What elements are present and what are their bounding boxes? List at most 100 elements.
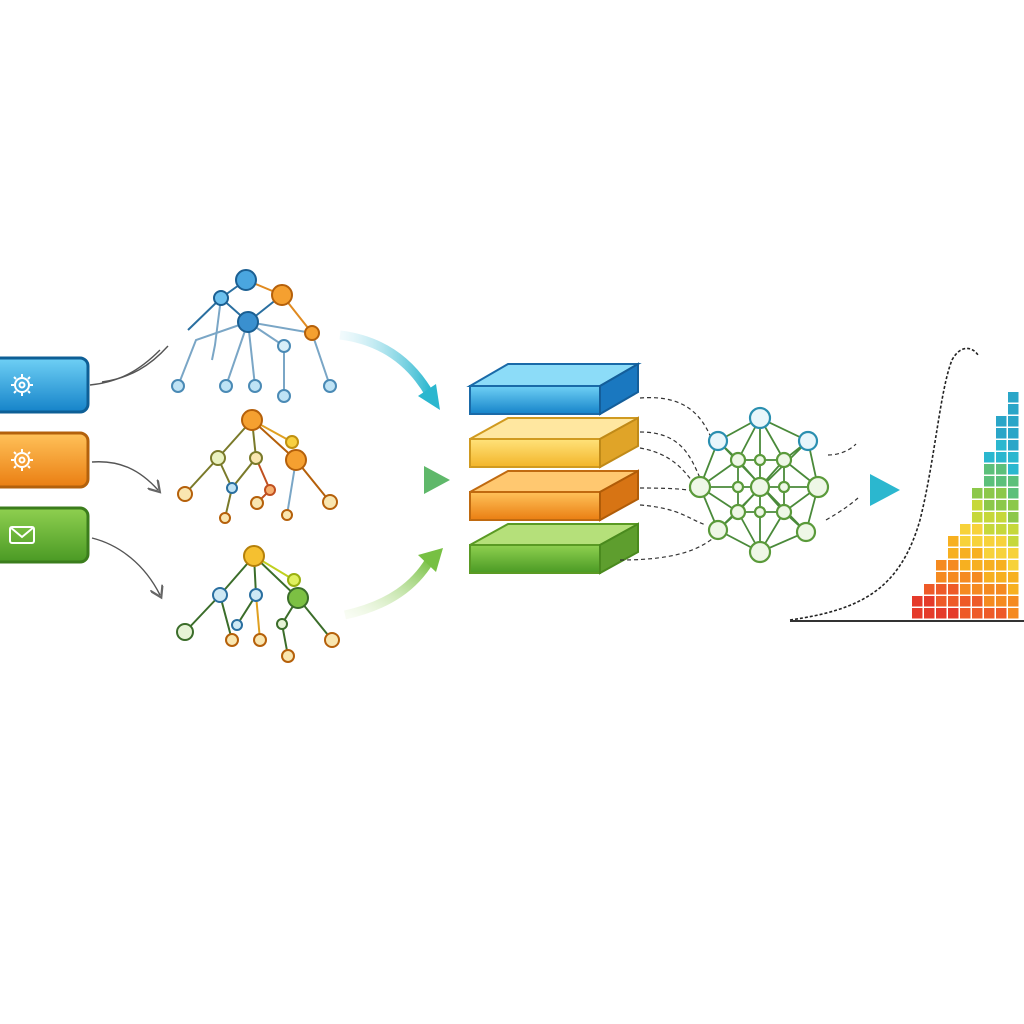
histogram-cell — [996, 584, 1007, 595]
histogram-cell — [996, 608, 1007, 619]
histogram-cell — [1008, 512, 1019, 523]
histogram-cell — [996, 548, 1007, 559]
histogram-cell — [960, 560, 971, 571]
tree-graph-3 — [176, 545, 340, 663]
histogram-cell — [984, 608, 995, 619]
gear-icon — [11, 374, 33, 396]
histogram-cell — [936, 596, 947, 607]
histogram-cell — [1008, 560, 1019, 571]
histogram-cell — [972, 560, 983, 571]
histogram-cell — [972, 572, 983, 583]
histogram-cell — [996, 488, 1007, 499]
histogram-cell — [996, 476, 1007, 487]
histogram-cell — [948, 584, 959, 595]
histogram-cell — [948, 608, 959, 619]
histogram-cell — [984, 452, 995, 463]
histogram-cell — [936, 584, 947, 595]
histogram-cell — [960, 548, 971, 559]
histogram-cell — [984, 536, 995, 547]
histogram-cell — [960, 608, 971, 619]
histogram-cell — [924, 608, 935, 619]
input-chip-1 — [0, 356, 90, 414]
histogram-cell — [996, 512, 1007, 523]
histogram-cell — [1008, 548, 1019, 559]
histogram-cell — [936, 560, 947, 571]
histogram-cell — [972, 488, 983, 499]
histogram-cell — [1008, 428, 1019, 439]
flow-arrow-2 — [345, 466, 450, 494]
histogram-cell — [1008, 416, 1019, 427]
histogram-cell — [984, 596, 995, 607]
histogram-cell — [948, 596, 959, 607]
layer-stack — [466, 362, 642, 575]
histogram-cell — [984, 560, 995, 571]
histogram-cell — [1008, 452, 1019, 463]
histogram-cell — [924, 596, 935, 607]
neural-network-icon — [688, 406, 830, 564]
layer-green — [469, 522, 639, 575]
histogram-cell — [972, 596, 983, 607]
histogram-cell — [1008, 596, 1019, 607]
histogram-cell — [996, 464, 1007, 475]
histogram-cell — [948, 572, 959, 583]
histogram-cell — [1008, 524, 1019, 535]
histogram-cell — [960, 524, 971, 535]
histogram-cell — [948, 548, 959, 559]
histogram-cell — [1008, 500, 1019, 511]
layer-yellow — [469, 416, 639, 469]
histogram-cell — [972, 512, 983, 523]
histogram-cell — [1008, 536, 1019, 547]
histogram-cell — [912, 596, 923, 607]
histogram-cell — [1008, 608, 1019, 619]
gear-icon — [11, 449, 33, 471]
histogram-cell — [1008, 488, 1019, 499]
histogram-cell — [984, 572, 995, 583]
histogram-cell — [924, 584, 935, 595]
histogram-cell — [972, 524, 983, 535]
histogram-cell — [984, 488, 995, 499]
histogram-cell — [936, 572, 947, 583]
chip-connectors — [89, 345, 169, 595]
histogram-cell — [996, 500, 1007, 511]
histogram-cell — [984, 512, 995, 523]
histogram-cell — [960, 536, 971, 547]
distribution-curve — [789, 347, 979, 621]
histogram-cell — [984, 500, 995, 511]
histogram-cell — [936, 608, 947, 619]
histogram-cell — [972, 584, 983, 595]
histogram-cell — [996, 536, 1007, 547]
histogram-cell — [996, 416, 1007, 427]
histogram-cell — [984, 524, 995, 535]
histogram-cell — [972, 548, 983, 559]
envelope-icon — [9, 526, 35, 544]
histogram-cell — [972, 608, 983, 619]
histogram-cell — [984, 548, 995, 559]
histogram-cell — [1008, 440, 1019, 451]
histogram-cell — [1008, 404, 1019, 415]
output-arrow — [830, 474, 900, 506]
histogram-cell — [912, 608, 923, 619]
histogram-cell — [972, 500, 983, 511]
flow-arrow-1 — [339, 330, 440, 410]
histogram-cell — [996, 524, 1007, 535]
histogram-cell — [948, 560, 959, 571]
layer-blue — [466, 362, 642, 416]
histogram-cell — [996, 572, 1007, 583]
histogram-cell — [1008, 584, 1019, 595]
histogram-cell — [996, 440, 1007, 451]
histogram-cell — [996, 452, 1007, 463]
histogram-cell — [984, 476, 995, 487]
histogram-cell — [1008, 464, 1019, 475]
histogram-cell — [996, 596, 1007, 607]
histogram-cell — [960, 572, 971, 583]
histogram-cell — [996, 428, 1007, 439]
histogram-icon — [912, 392, 1019, 619]
histogram-cell — [960, 596, 971, 607]
network-connectors — [825, 443, 859, 521]
histogram-cell — [960, 584, 971, 595]
layer-orange — [469, 469, 639, 522]
histogram-cell — [1008, 476, 1019, 487]
tree-graph-1 — [171, 269, 337, 403]
histogram-cell — [996, 560, 1007, 571]
